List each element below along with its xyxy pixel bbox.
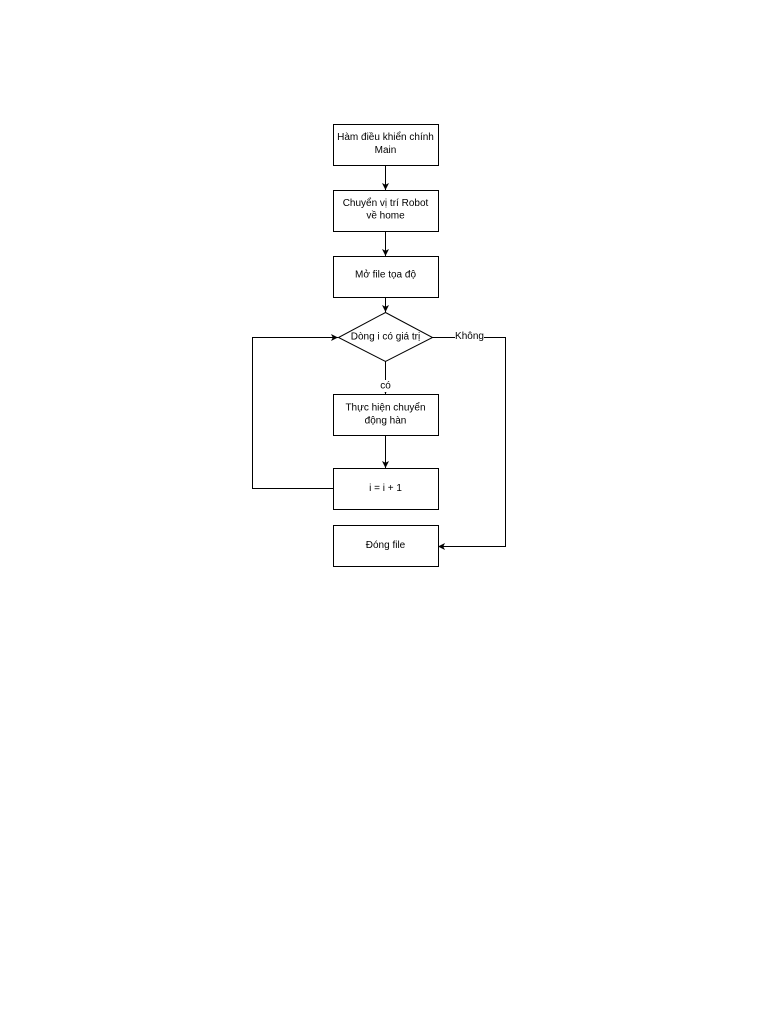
edge-check-no-to-close-file bbox=[432, 337, 506, 550]
node-open-file: Mở file tọa độ bbox=[333, 256, 439, 298]
node-weld: Thực hiện chuyển động hàn bbox=[333, 394, 439, 436]
node-home-line-2: về home bbox=[366, 210, 405, 222]
node-open-file-line-1: Mở file tọa độ bbox=[355, 269, 416, 281]
node-check-row-decision: Dòng i có giá trị bbox=[337, 311, 434, 363]
node-main-line-1: Hàm điều khiển chính bbox=[337, 131, 434, 143]
edge-increment-loop-to-check bbox=[252, 334, 338, 489]
node-weld-line-1: Thực hiện chuyển bbox=[345, 402, 425, 414]
node-main: Hàm điều khiển chính Main bbox=[333, 124, 439, 166]
edge-label-yes: có bbox=[380, 381, 391, 392]
node-increment-line-1: i = i + 1 bbox=[369, 483, 402, 494]
edge-label-no: Không bbox=[455, 331, 484, 342]
node-close-file: Đóng file bbox=[333, 525, 439, 567]
node-main-line-2: Main bbox=[375, 145, 397, 156]
node-check-row-line-1: Dòng i có giá trị bbox=[351, 332, 420, 343]
node-home: Chuyển vị trí Robot về home bbox=[333, 190, 439, 232]
node-home-line-1: Chuyển vị trí Robot bbox=[343, 197, 429, 209]
node-increment: i = i + 1 bbox=[333, 468, 439, 510]
node-close-file-line-1: Đóng file bbox=[366, 540, 406, 551]
node-weld-line-2: động hàn bbox=[365, 416, 407, 427]
